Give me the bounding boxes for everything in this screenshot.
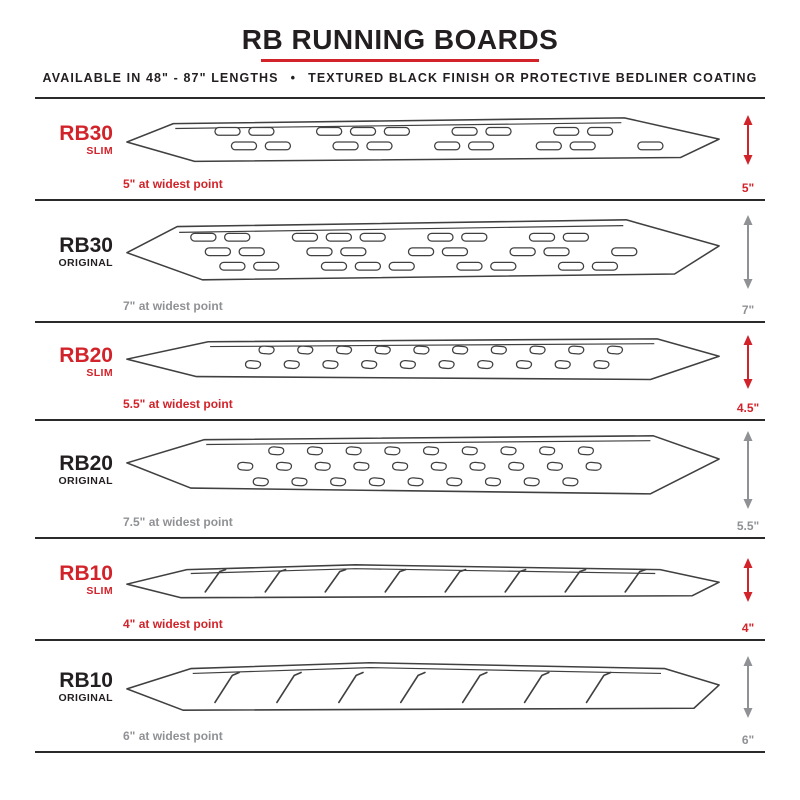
board-model-label: RB10 (59, 668, 113, 692)
board-model-label: RB30 (59, 121, 113, 145)
height-label: 6" (741, 733, 755, 747)
board-drawing-area: 5" at widest point (113, 99, 731, 199)
board-variant-label: SLIM (86, 145, 113, 158)
board-model-label: RB30 (59, 233, 113, 257)
rb30-slim-drawing (126, 117, 720, 163)
separator (35, 537, 765, 539)
board-row-rb20-original: RB20 ORIGINAL 7.5" at widest point (35, 421, 765, 537)
separator (35, 321, 765, 323)
height-measure: 5" (731, 99, 765, 199)
separator (35, 639, 765, 641)
board-model-label: RB10 (59, 561, 113, 585)
board-row-rb10-slim: RB10 SLIM 4" at widest point (35, 539, 765, 639)
vertical-arrow-icon (743, 335, 753, 389)
height-label: 5" (741, 181, 755, 195)
rb20-original-drawing (126, 435, 720, 495)
board-variant-label: ORIGINAL (58, 475, 113, 488)
bullet-separator: • (290, 71, 297, 85)
board-variant-label: SLIM (86, 585, 113, 598)
width-note: 7" at widest point (123, 299, 223, 313)
height-measure: 5.5" (731, 421, 765, 537)
header: RB RUNNING BOARDS AVAILABLE IN 48" - 87"… (35, 24, 765, 97)
height-measure: 6" (731, 641, 765, 751)
height-measure: 4.5" (731, 323, 765, 419)
board-drawing-area: 5.5" at widest point (113, 323, 731, 419)
board-row-rb30-original: RB30 ORIGINAL (35, 201, 765, 321)
separator (35, 199, 765, 201)
board-variant-label: ORIGINAL (58, 692, 113, 705)
height-measure: 4" (731, 539, 765, 639)
page-title: RB RUNNING BOARDS (241, 24, 559, 55)
height-measure: 7" (731, 201, 765, 321)
board-variant-label: SLIM (86, 367, 113, 380)
board-row-rb10-original: RB10 ORIGINAL 6" at widest point (35, 641, 765, 751)
board-drawing-area: 7" at widest point (113, 201, 731, 321)
vertical-arrow-icon (743, 215, 753, 289)
board-label: RB30 SLIM (35, 99, 113, 199)
board-row-rb20-slim: RB20 SLIM 5.5" at widest point (35, 323, 765, 419)
board-drawing-area: 7.5" at widest point (113, 421, 731, 537)
board-label: RB20 ORIGINAL (35, 421, 113, 537)
width-note: 6" at widest point (123, 729, 223, 743)
height-label: 5.5" (736, 519, 760, 533)
board-variant-label: ORIGINAL (58, 257, 113, 270)
vertical-arrow-icon (743, 656, 753, 718)
running-boards-infographic: RB RUNNING BOARDS AVAILABLE IN 48" - 87"… (35, 24, 765, 753)
rb10-original-drawing (126, 662, 720, 712)
separator (35, 751, 765, 753)
separator (35, 419, 765, 421)
board-row-rb30-slim: RB30 SLIM 5" at widest point (35, 99, 765, 199)
vertical-arrow-icon (743, 431, 753, 509)
width-note: 4" at widest point (123, 617, 223, 631)
height-label: 4.5" (736, 401, 760, 415)
width-note: 5" at widest point (123, 177, 223, 191)
vertical-arrow-icon (743, 115, 753, 165)
subtitle-lengths: AVAILABLE IN 48" - 87" LENGTHS (42, 71, 279, 85)
subtitle-finish: TEXTURED BLACK FINISH OR PROTECTIVE BEDL… (308, 71, 758, 85)
width-note: 7.5" at widest point (123, 515, 233, 529)
board-drawing-area: 6" at widest point (113, 641, 731, 751)
height-label: 4" (741, 621, 755, 635)
board-drawing-area: 4" at widest point (113, 539, 731, 639)
board-label: RB20 SLIM (35, 323, 113, 419)
vertical-arrow-icon (743, 558, 753, 602)
height-label: 7" (741, 303, 755, 317)
board-model-label: RB20 (59, 451, 113, 475)
board-label: RB30 ORIGINAL (35, 201, 113, 321)
rb30-original-drawing (126, 219, 720, 281)
board-label: RB10 ORIGINAL (35, 641, 113, 751)
board-model-label: RB20 (59, 343, 113, 367)
subtitle: AVAILABLE IN 48" - 87" LENGTHS • TEXTURED … (35, 71, 765, 85)
width-note: 5.5" at widest point (123, 397, 233, 411)
rb20-slim-drawing (126, 338, 720, 381)
board-label: RB10 SLIM (35, 539, 113, 639)
title-underline (261, 59, 539, 62)
separator (35, 97, 765, 99)
rb10-slim-drawing (126, 563, 720, 599)
